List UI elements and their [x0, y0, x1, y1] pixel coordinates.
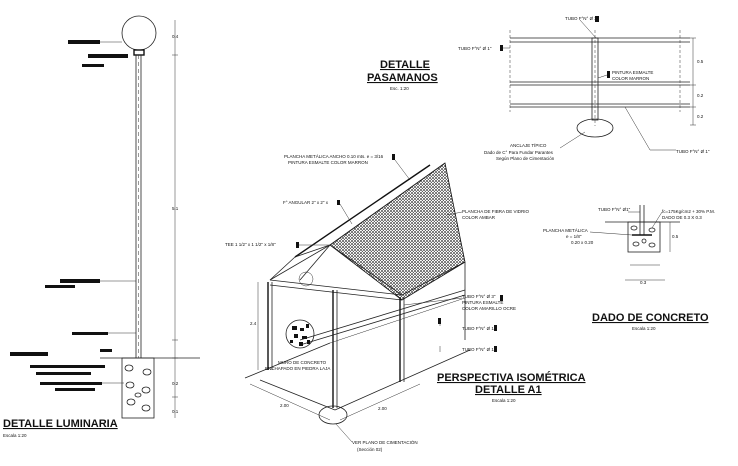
dim-pasamanos-b: 0.2 [697, 93, 704, 98]
label-dado-plancha-2: e = 1/8" [566, 234, 582, 239]
label-ver-plano-2: (Sección 02) [357, 447, 383, 452]
dim-width-2: 2.00 [378, 406, 387, 411]
label-dado-conc-1: fc=175Kg/cm2 + 30% P.M. [662, 209, 715, 214]
foundation-stones [124, 364, 152, 412]
label-bar [100, 349, 112, 352]
title-dado: DADO DE CONCRETO [592, 312, 709, 324]
luminaria-detail: 0.4 5.1 0.2 0.1 DETALLE LUMINARIA Escala… [3, 15, 200, 438]
label-dado-plancha-1: PLANCHA METÁLICA [543, 227, 588, 233]
label-tubo-1-b: TUBO F°N° Ø 1" [462, 347, 496, 352]
title-pasamanos-2: PASAMANOS [367, 72, 438, 84]
label-bar [55, 388, 95, 391]
label-dado-plancha-3: 0.20 x 0.20 [571, 240, 594, 245]
scale-perspectiva: Escala 1:20 [492, 398, 516, 403]
label-bar [68, 40, 100, 44]
dado-stones [630, 225, 656, 248]
scale-pasamanos: Esc. 1:20 [390, 86, 409, 91]
label-bar [88, 54, 128, 58]
label-angular: F° ANGULAR 2" x 2" x [283, 200, 329, 205]
scale-dado: Escala 1:20 [632, 326, 656, 331]
label-bar [72, 332, 108, 335]
front-beam [269, 284, 403, 301]
label-bar [45, 285, 75, 288]
label-tubo3-2: PINTURA ESMALTE [462, 300, 503, 305]
detail-circle [298, 271, 314, 287]
label-fibra-2: COLOR AMBAR [462, 215, 496, 220]
label-bar [36, 372, 91, 375]
dim-pasamanos-c: 0.2 [697, 114, 704, 119]
label-pintura: PINTURA ESMALTE [612, 70, 653, 75]
label-tee: TEE 1 1/2" x 1 1/2" x 1/8" [225, 242, 276, 247]
floor-edge [259, 379, 336, 411]
dim-pasamanos-a: 0.5 [697, 59, 704, 64]
dim-base-1: 0.2 [172, 381, 179, 386]
dim-width-1: 2.00 [280, 403, 289, 408]
foundation-dado [121, 357, 155, 419]
dim-height: 2.4 [250, 321, 257, 326]
wall-top [299, 289, 466, 341]
label-tubo-1b: TUBO F°N° Ø 1" [676, 149, 710, 154]
lamp-base [133, 49, 145, 56]
dim-lamp: 0.4 [172, 34, 179, 39]
label-plancha-2: PINTURA ESMALTE COLOR MARRON [288, 160, 368, 165]
label-tubo-2: TUBO F°N° Ø 2" [565, 16, 599, 21]
stone-wall-detail [285, 319, 315, 349]
label-anclaje: ANCLAJE TÍPICO [510, 142, 547, 148]
label-dado-tubo: TUBO F°N° Ø1" [598, 207, 631, 212]
anchor-circle [576, 118, 614, 138]
label-color: COLOR MARRON [612, 76, 649, 81]
title-luminaria: DETALLE LUMINARIA [3, 418, 118, 430]
isometric-detail: 2.4 2.00 2.00 PLANCHA METÁLICA ANCHO 0.1… [225, 153, 586, 452]
stone-pattern [290, 324, 310, 346]
label-bar [82, 64, 104, 67]
pasamanos-detail: TUBO F°N° Ø 2" TUBO F°N° Ø 1" PINTURA ES… [458, 16, 710, 161]
lamp-globe [121, 15, 157, 51]
label-tubo-1a: TUBO F°N° Ø 1" [458, 46, 492, 51]
fiberglass-roof [329, 162, 466, 301]
label-fibra-1: PLANCHA DE FIBRA DE VIDRIO [462, 209, 530, 214]
label-bar [10, 352, 48, 356]
title-perspectiva-1: PERSPECTIVA ISOMÉTRICA [437, 371, 586, 384]
truss-diagonal [299, 244, 331, 281]
label-plancha-1: PLANCHA METÁLICA ANCHO 0.10 mts. e = 3/1… [284, 153, 384, 159]
label-tubo3-1: TUBO F°N° Ø 3" [462, 294, 496, 299]
dim-pole: 5.1 [172, 206, 179, 211]
foundation-circle [318, 405, 348, 425]
label-tubo-1-a: TUBO F°N° Ø 1" [462, 326, 496, 331]
dim-dado-w: 0.3 [640, 280, 647, 285]
dado-detail: 0.5 0.3 TUBO F°N° Ø1" PLANCHA METÁLICA e… [543, 205, 715, 331]
label-muro-1: MURO DE CONCRETO [278, 360, 327, 365]
title-perspectiva-2: DETALLE A1 [475, 384, 542, 396]
title-pasamanos-1: DETALLE [380, 59, 430, 71]
dim-dado-h: 0.5 [672, 234, 679, 239]
label-muro-2: ENCHAPADO EN PIEDRA LAJA [265, 366, 330, 371]
label-dado-2: Según Plano de Cimentación [496, 156, 555, 161]
dim-base-2: 0.1 [172, 409, 179, 414]
label-bar [40, 382, 102, 385]
label-tubo3-3: COLOR AMARILLO OCRE [462, 306, 516, 311]
label-bar [60, 279, 100, 283]
ridge-beam [294, 164, 431, 258]
label-dado-conc-2: DADO DE 0.3 X 0.3 [662, 215, 702, 220]
label-bar [30, 365, 105, 368]
label-dado-1: Dado de C° Para Fundar Parantes [484, 150, 554, 155]
label-ver-plano-1: VER PLANO DE CIMENTACIÓN [352, 439, 418, 445]
scale-luminaria: Escala 1:20 [3, 433, 27, 438]
